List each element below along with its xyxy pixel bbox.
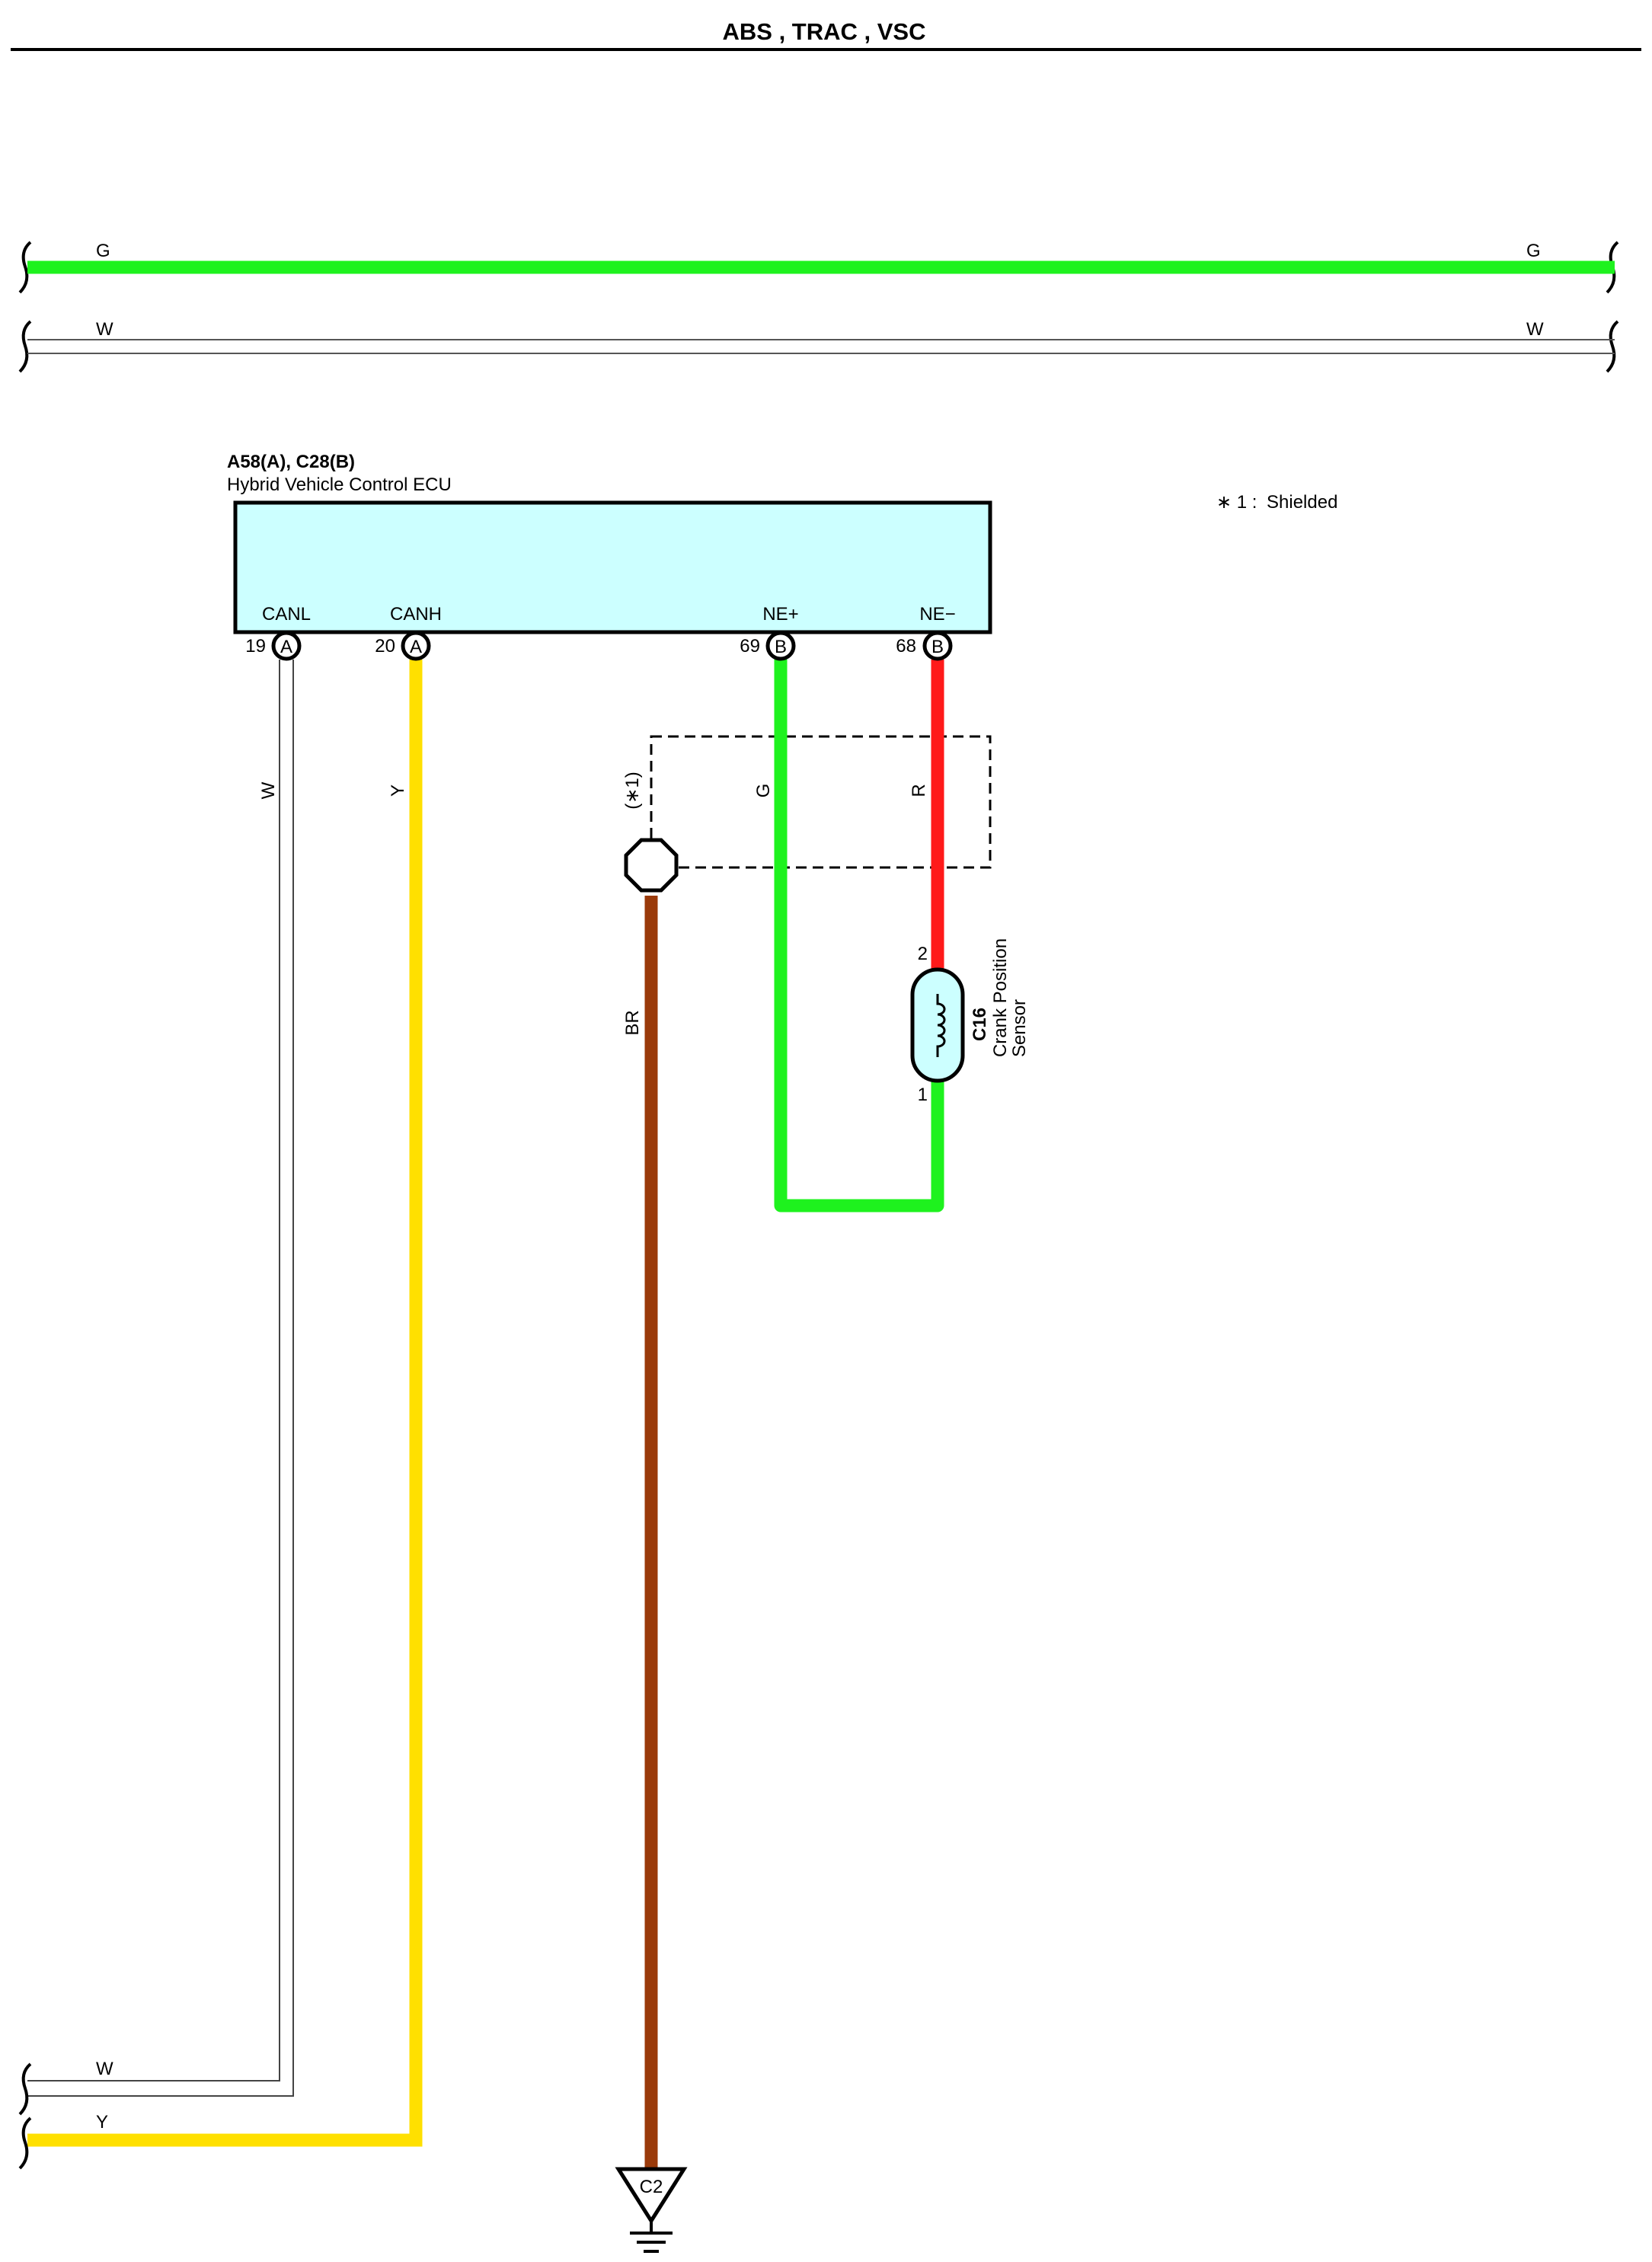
wire-canh-y [27, 660, 423, 2147]
pin-signal-canh: CANH [390, 604, 442, 625]
pin-circle [271, 631, 302, 661]
pin-69-connector: 69 B [740, 631, 796, 661]
shield-drain-octagon-icon [624, 838, 679, 893]
pin-circle [401, 631, 431, 661]
pin-connector-letter: A [410, 637, 422, 657]
wire-label-r: R [909, 784, 929, 797]
shield-boundary [650, 735, 992, 869]
pin-19-connector: 19 A [245, 631, 302, 661]
wire-label-g: G [753, 784, 774, 798]
wire-label-w: W [258, 781, 279, 799]
ground-c2: C2 [615, 2167, 688, 2253]
ground-triangle-icon [615, 2167, 688, 2225]
pin-68-connector: 68 B [896, 631, 953, 661]
wire-label: W [96, 2059, 113, 2079]
wire-break-left-icon [18, 2117, 32, 2170]
wire-ne-plus-g [774, 660, 944, 1212]
hybrid-vehicle-control-ecu: A58(A), C28(B) Hybrid Vehicle Control EC… [227, 452, 992, 634]
pin-signal-ne-plus: NE+ [762, 604, 798, 625]
coil-icon [936, 994, 946, 1057]
pin-circle [922, 631, 953, 661]
sensor-id: C16 [970, 1008, 990, 1041]
wire-break-right-icon [1606, 320, 1619, 373]
wire-label-left: W [96, 319, 113, 340]
wire-break-left-icon [18, 320, 32, 373]
ground-id: C2 [640, 2177, 663, 2197]
wire-label: Y [96, 2112, 108, 2133]
wire-label-left: G [96, 241, 110, 261]
ecu-body [233, 500, 992, 634]
pin-20-connector: 20 A [375, 631, 431, 661]
note-text: Shielded [1267, 492, 1337, 513]
pin-number: 20 [375, 636, 395, 657]
top-wire-g: G G [18, 241, 1619, 294]
wire-break-left-icon [18, 2062, 32, 2116]
wire-break-left-icon [18, 241, 32, 294]
top-wire-w: W W [18, 319, 1619, 373]
pin-connector-letter: B [931, 637, 944, 657]
wire-w-edge [27, 660, 280, 2081]
wire-w-edge [27, 660, 294, 2097]
sensor-pin-bottom: 1 [918, 1085, 928, 1105]
ecu-name: Hybrid Vehicle Control ECU [227, 474, 452, 495]
wire-label-right: G [1526, 241, 1541, 261]
pin-number: 19 [245, 636, 266, 657]
bottom-wire-w: W [18, 2059, 113, 2116]
crank-position-sensor: 2 1 C16 Crank Position Sensor [910, 938, 1030, 1105]
pin-number: 68 [896, 636, 916, 657]
ecu-connector-ids: A58(A), C28(B) [227, 452, 355, 472]
wire-label-br: BR [622, 1010, 643, 1035]
wire-label-y: Y [388, 784, 408, 797]
sensor-pin-top: 2 [918, 944, 928, 964]
sensor-name-line2: Sensor [1009, 999, 1030, 1057]
wire-canl-w: W [27, 660, 294, 2097]
pin-circle [765, 631, 796, 661]
bottom-wire-y: Y [18, 2112, 108, 2170]
pin-signal-canl: CANL [262, 604, 311, 625]
wire-label-right: W [1526, 319, 1544, 340]
pin-connector-letter: A [280, 637, 292, 657]
sensor-name-line1: Crank Position [990, 938, 1011, 1057]
pin-connector-letter: B [775, 637, 787, 657]
pin-number: 69 [740, 636, 760, 657]
page-title: ABS , TRAC , VSC [723, 18, 926, 45]
note-mark: ∗ 1 : [1216, 492, 1257, 513]
pin-signal-ne-minus: NE− [919, 604, 955, 625]
shield-label: (∗1) [622, 772, 643, 809]
